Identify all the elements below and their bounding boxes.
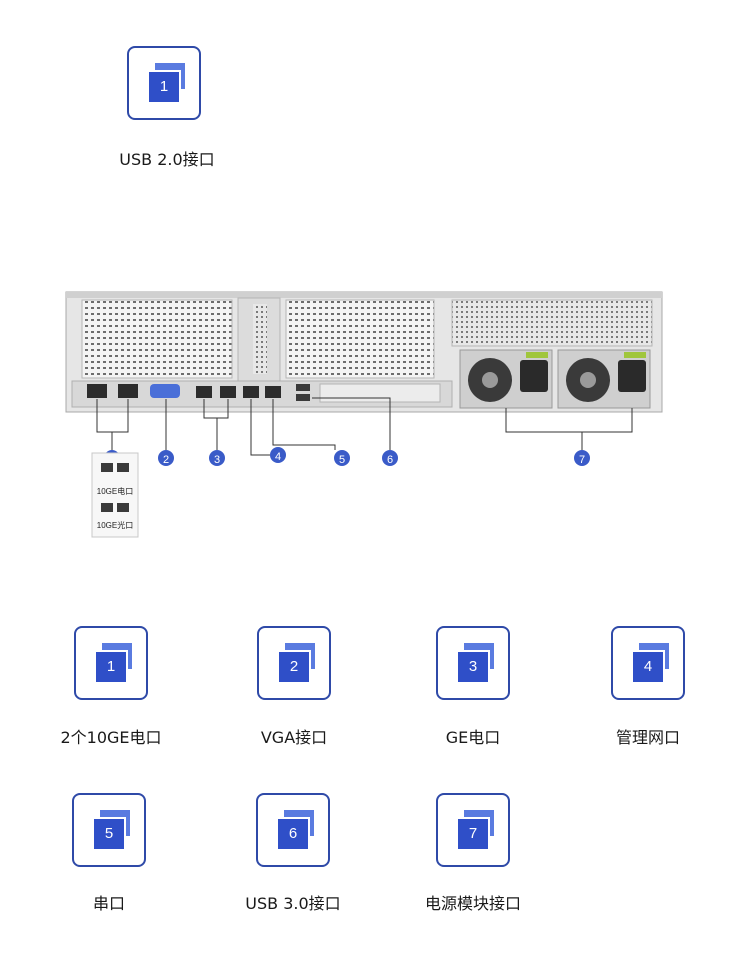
number-badge: 5 [94,817,126,849]
item-3-label: GE电口 [445,728,501,747]
item-4-tile: 4 [611,626,685,700]
number-badge: 2 [279,650,311,682]
item-7-label: 电源模块接口 [424,894,521,913]
item-5-label: 串口 [92,894,125,913]
callout-6-label: 6 [387,454,393,466]
callout-5: 5 [334,450,350,466]
callout-7-label: 7 [579,454,585,466]
port-vga [150,384,180,398]
item-6-tile: 6 [256,793,330,867]
callout-5-label: 5 [339,454,345,466]
item-5-tile: 5 [72,793,146,867]
number-badge: 4 [633,650,665,682]
item-4-label: 管理网口 [615,728,680,747]
port-type-legend: 10GE电口 10GE光口 [91,452,139,538]
port-usb3 [296,384,310,401]
callout-2-label: 2 [163,454,169,466]
callout-4-label: 4 [275,451,281,463]
number-badge: 7 [458,817,490,849]
number-badge: 6 [278,817,310,849]
middle-grille [285,299,435,379]
port-serial [265,386,281,398]
callout-4: 4 [270,447,286,463]
psu-left [459,349,553,409]
number-badge: 3 [458,650,490,682]
item-2-label: VGA接口 [260,728,328,747]
legend-10ge-copper: 10GE电口 [97,486,133,496]
callout-6: 6 [382,450,398,466]
right-vent [451,299,653,347]
port-ge [196,386,236,398]
item-1-label: 2个10GE电口 [60,728,162,747]
callout-7: 7 [574,450,590,466]
item-6-label: USB 3.0接口 [245,894,341,913]
number-badge: 1 [149,70,181,102]
callout-2: 2 [158,450,174,466]
psu-right [557,349,651,409]
legend-10ge-optical: 10GE光口 [97,520,133,530]
number-badge: 1 [96,650,128,682]
port-mgmt [243,386,259,398]
port-10ge [87,384,138,398]
left-grille [81,299,233,379]
callout-3-label: 3 [214,454,220,466]
item-7-tile: 7 [436,793,510,867]
item-3-tile: 3 [436,626,510,700]
callout-3: 3 [209,450,225,466]
item-1-tile: 1 [74,626,148,700]
usb2-icon-tile: 1 [127,46,201,120]
usb2-label: USB 2.0接口 [119,150,215,169]
item-2-tile: 2 [257,626,331,700]
server-rear-panel: 1 2 3 4 5 6 7 10GE电口 10GE光口 [65,291,663,538]
